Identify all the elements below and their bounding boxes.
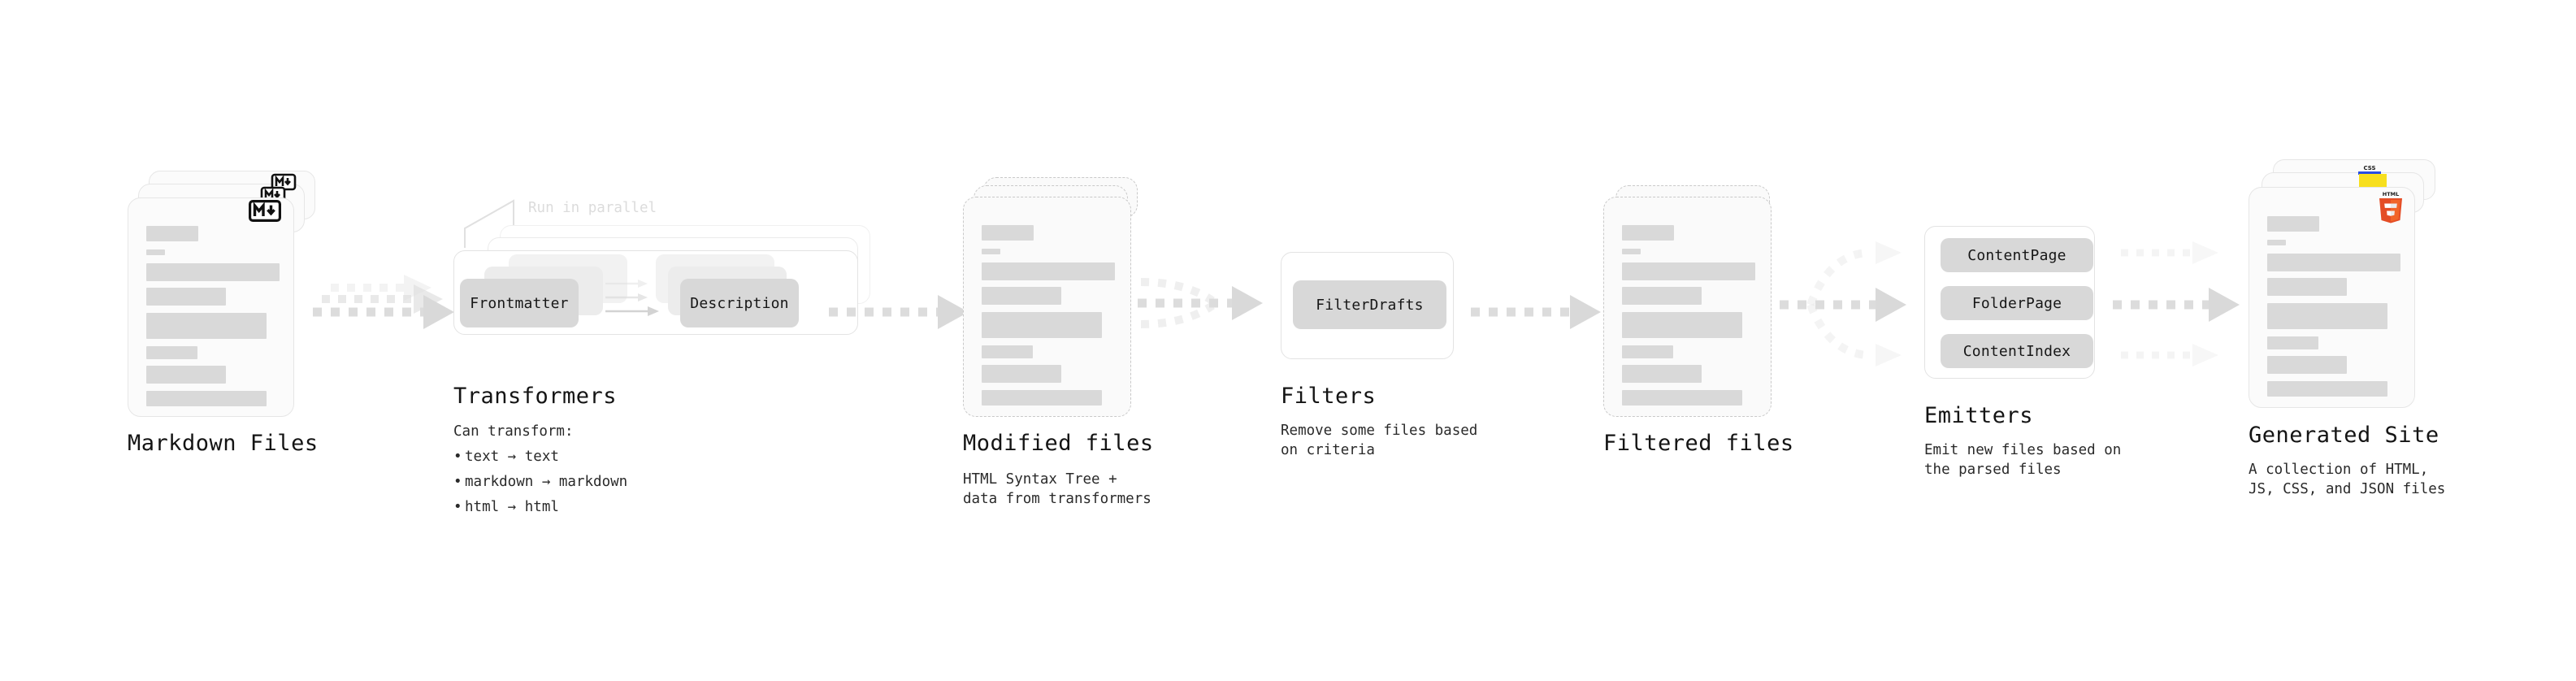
doc-line <box>146 263 280 281</box>
css-icon: CSS <box>2358 165 2381 175</box>
arrow-modified-to-filters <box>1138 278 1263 328</box>
emitters-subtitle: Emit new files based on the parsed files <box>1924 442 2122 478</box>
arrow-filters-to-filtered <box>1471 295 1601 329</box>
transformer-pill-description[interactable]: Description <box>680 279 799 327</box>
stage-title-filtered-files: Filtered files <box>1603 431 1794 456</box>
doc-line <box>1622 262 1755 280</box>
arrow-filtered-to-emitters <box>1780 241 1906 367</box>
transformers-description: Can transform: text → text markdown → ma… <box>453 423 627 517</box>
site-card-front <box>2249 187 2415 408</box>
markdown-card-front <box>128 197 294 417</box>
doc-line <box>982 312 1102 338</box>
transformer-pill-frontmatter[interactable]: Frontmatter <box>460 279 579 327</box>
markdown-icon-back-2 <box>271 173 297 191</box>
doc-line <box>146 346 197 359</box>
svg-text:CSS: CSS <box>2363 165 2375 171</box>
doc-line <box>1622 345 1673 358</box>
markdown-icon <box>249 200 281 222</box>
stage-title-modified-files: Modified files <box>963 431 1154 456</box>
transformer-connector-arrows <box>605 280 659 316</box>
arrow-transformers-to-modified <box>829 295 969 329</box>
doc-line <box>2267 216 2319 232</box>
doc-line <box>2267 303 2387 329</box>
doc-line <box>146 288 226 306</box>
arrow-markdown-to-transformers <box>313 275 454 329</box>
doc-line <box>146 249 165 255</box>
doc-line <box>146 391 267 406</box>
doc-line <box>982 365 1061 383</box>
filter-pill-filterdrafts[interactable]: FilterDrafts <box>1293 280 1446 329</box>
run-in-parallel-bracket <box>464 199 514 248</box>
generated-site-subtitle: A collection of HTML, JS, CSS, and JSON … <box>2249 462 2446 497</box>
svg-text:HTML: HTML <box>2383 191 2399 197</box>
doc-line <box>982 390 1102 406</box>
transform-item: html → html <box>453 498 627 517</box>
js-icon <box>2359 174 2387 190</box>
doc-line <box>982 262 1115 280</box>
doc-line <box>2267 278 2347 296</box>
doc-line <box>1622 287 1702 305</box>
arrow-emitters-to-site <box>2113 241 2240 367</box>
transform-item: markdown → markdown <box>453 473 627 492</box>
doc-line <box>1622 225 1674 241</box>
transformers-subtitle: Can transform: <box>453 423 574 440</box>
doc-line <box>982 345 1033 358</box>
stage-title-generated-site: Generated Site <box>2249 423 2439 448</box>
filters-subtitle: Remove some files based on criteria <box>1281 423 1478 458</box>
doc-line <box>1622 365 1702 383</box>
doc-line <box>2267 381 2387 397</box>
doc-line <box>146 226 198 241</box>
doc-line <box>146 366 226 384</box>
modified-files-subtitle: HTML Syntax Tree + data from transformer… <box>963 471 1151 507</box>
doc-line <box>982 225 1034 241</box>
filtered-card-front <box>1603 197 1772 417</box>
modified-card-front <box>963 197 1131 417</box>
stage-title-markdown-files: Markdown Files <box>128 431 319 456</box>
stage-title-filters: Filters <box>1281 384 1377 409</box>
doc-line <box>1622 312 1742 338</box>
doc-line <box>2267 356 2347 374</box>
emitter-pill-contentpage[interactable]: ContentPage <box>1941 238 2093 272</box>
stage-title-transformers: Transformers <box>453 384 618 409</box>
emitter-pill-folderpage[interactable]: FolderPage <box>1941 286 2093 320</box>
doc-line <box>2267 254 2400 271</box>
html5-icon: HTML <box>2379 191 2402 223</box>
doc-line <box>1622 390 1742 406</box>
emitter-pill-contentindex[interactable]: ContentIndex <box>1941 334 2093 368</box>
doc-line <box>2267 336 2318 349</box>
doc-line <box>982 249 1000 254</box>
doc-line <box>1622 249 1641 254</box>
transform-item: text → text <box>453 448 627 466</box>
doc-line <box>146 313 267 339</box>
run-in-parallel-label: Run in parallel <box>528 200 657 216</box>
stage-title-emitters: Emitters <box>1924 403 2034 428</box>
doc-line <box>2267 240 2286 245</box>
doc-line <box>982 287 1061 305</box>
